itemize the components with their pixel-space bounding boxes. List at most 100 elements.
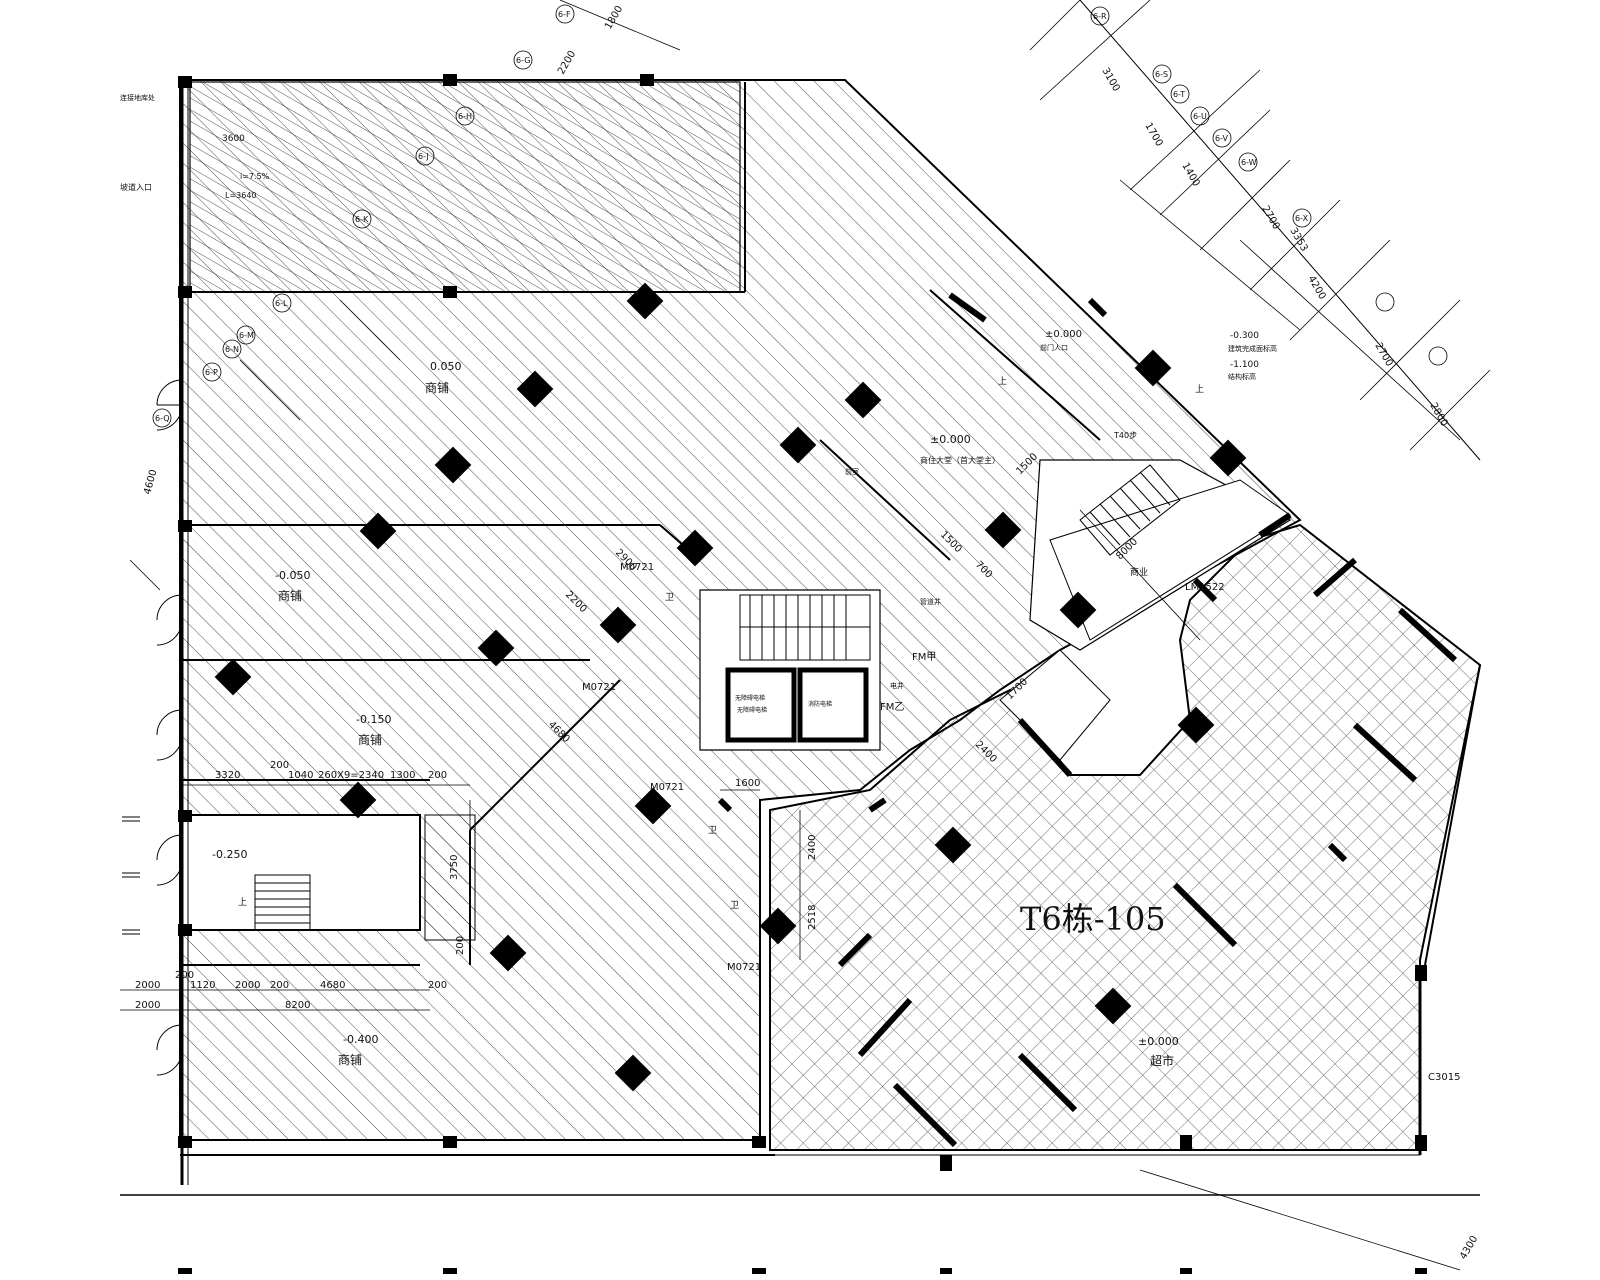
room-shop-4-name: 商铺 — [338, 1052, 362, 1067]
dim-l-7: 1120 — [190, 980, 215, 991]
dim-l-6: 2000 — [135, 980, 160, 991]
dim-m-5: 2400 — [807, 835, 818, 860]
axis-dim-2: 3100 — [1099, 66, 1121, 94]
room-stair: -0.250 — [212, 848, 247, 861]
wall-segments — [717, 292, 1458, 1148]
door-tag-5: LM1522 — [1185, 582, 1225, 593]
axis-6: 6-M — [239, 331, 254, 340]
dim-l-0: 3320 — [215, 770, 240, 781]
room-shop-2-name: 商铺 — [278, 588, 302, 603]
axis-12: 6-T — [1173, 90, 1185, 99]
ramp-length: L=3640 — [225, 191, 257, 200]
door-tag-2: M0721 — [582, 682, 616, 693]
axis-8: 6-P — [205, 368, 218, 377]
shops-area — [179, 79, 1482, 1151]
dim-l-2: 1040 — [288, 770, 313, 781]
dim-l-9: 200 — [270, 980, 289, 991]
room-labels: 0.050 商铺 -0.050 商铺 -0.150 商铺 -0.400 商铺 -… — [212, 329, 1179, 1068]
small-label-1: 卫 — [665, 593, 674, 603]
axis-dim-6: 4200 — [1305, 274, 1327, 302]
small-label-11: T40步 — [1113, 431, 1137, 440]
room-shop-3-name: 商铺 — [358, 732, 382, 747]
legend: -0.300 建筑完成面标高 -1.100 结构标高 — [1228, 331, 1277, 381]
axis-dim-7: 2700 — [1372, 341, 1394, 369]
axis-13: 6-U — [1193, 112, 1207, 121]
stair-room — [179, 814, 421, 931]
door-tag-8: C3015 — [1428, 1072, 1460, 1083]
outer-walls — [120, 0, 1481, 1271]
axis-11: 6-S — [1155, 70, 1168, 79]
dim-l-5: 200 — [428, 770, 447, 781]
room-lobby-name: 商住大堂（首大堂主） — [920, 455, 1000, 465]
dim-m-6: 2518 — [807, 905, 818, 930]
small-label-4: 卫 — [730, 901, 739, 911]
small-label-13: 无障碍电梯 — [735, 694, 765, 702]
axis-dim-5: 2700 — [1259, 204, 1281, 232]
axis-dim-10: 4300 — [1458, 1234, 1480, 1262]
legend-text-2: 结构标高 — [1228, 372, 1256, 381]
small-label-2: 卫 — [620, 625, 629, 635]
door-tag-3: M0721 — [650, 782, 684, 793]
dim-l-16: 200 — [455, 936, 466, 955]
dim-l-17: 4600 — [142, 468, 159, 495]
small-label-3: 卫 — [708, 826, 717, 836]
legend-mark-2: -1.100 — [1230, 360, 1259, 370]
small-label-6: 上 — [238, 897, 247, 908]
axis-5: 6-L — [275, 299, 288, 308]
ramp-labels: 连接地库处 坡道入口 3600 i=7.5% L=3640 — [120, 93, 270, 200]
small-label-7: 上 — [1195, 384, 1204, 395]
axis-bubble-labels: 6-F 6-G 6-H 6-J 6-K 6-L 6-M 6-N 6-P 6-Q … — [155, 10, 1309, 423]
columns — [214, 282, 1247, 1092]
dim-m-4: 1600 — [735, 778, 760, 789]
core-stairs — [739, 594, 871, 661]
axis-10: 6-R — [1093, 12, 1107, 21]
small-label-8: 电井 — [890, 681, 904, 690]
lobby-stairs — [1079, 464, 1181, 556]
small-label-14: 无障碍电梯 — [737, 706, 767, 714]
room-entrance-name: 前门人口 — [1040, 343, 1068, 352]
axis-dim-4: 1400 — [1179, 161, 1201, 189]
dim-l-1: 200 — [270, 760, 289, 771]
doors-left — [122, 379, 183, 1076]
axis-0: 6-F — [558, 10, 571, 19]
room-shop-2-elev: -0.050 — [275, 569, 310, 582]
dim-l-4: 1300 — [390, 770, 415, 781]
room-market: ±0.000 超市 — [1138, 1035, 1179, 1068]
door-tag-6: FM乙 — [880, 701, 904, 713]
legend-mark-1: -0.300 — [1230, 331, 1259, 341]
dim-l-3: 260X9=2340 — [318, 770, 384, 781]
small-label-9: 管道井 — [920, 597, 941, 606]
room-lobby-elev: ±0.000 — [930, 433, 971, 446]
dim-l-10: 4680 — [320, 980, 345, 991]
unit-label: T6栋-105 — [1020, 900, 1166, 938]
ramp-entry-label: 坡道入口 — [120, 182, 152, 192]
small-label-5: 上 — [998, 376, 1007, 387]
dim-l-11: 200 — [428, 980, 447, 991]
dim-l-15: 3750 — [449, 855, 460, 880]
axis-dim-8: 2800 — [1427, 401, 1449, 429]
elevator-1 — [725, 667, 797, 743]
axis-7: 6-N — [225, 345, 239, 354]
room-shop-4-elev: -0.400 — [343, 1033, 378, 1046]
room-shop-1-elev: 0.050 — [430, 360, 462, 373]
axis-dim-1: 2200 — [556, 49, 578, 77]
ramp-zone — [189, 81, 741, 293]
room-lobby: ±0.000 商住大堂（首大堂主） — [920, 433, 1000, 465]
small-labels: 卫 卫 卫 卫 上 上 上 电井 管道井 商业 T40步 前室 无障碍电梯 无障… — [238, 376, 1204, 911]
room-entrance: ±0.000 前门人口 — [1040, 329, 1082, 352]
door-tag-4: M0721 — [727, 962, 761, 973]
ramp-tag: 连接地库处 — [120, 93, 155, 102]
axis-3: 6-J — [418, 152, 429, 161]
room-shop-1: 0.050 商铺 — [425, 360, 462, 395]
dim-l-12: 2000 — [135, 1000, 160, 1011]
dim-l-14: 200 — [175, 970, 194, 981]
axis-1: 6-G — [516, 56, 530, 65]
ramp-dim: 3600 — [222, 134, 245, 144]
door-tag-1: M0721 — [620, 562, 654, 573]
small-label-15: 消防电梯 — [808, 700, 832, 708]
room-shop-2: -0.050 商铺 — [275, 569, 310, 603]
axis-dim-0: 1800 — [603, 4, 625, 32]
small-label-10: 商业 — [1130, 566, 1148, 578]
room-shop-3: -0.150 商铺 — [356, 713, 391, 747]
